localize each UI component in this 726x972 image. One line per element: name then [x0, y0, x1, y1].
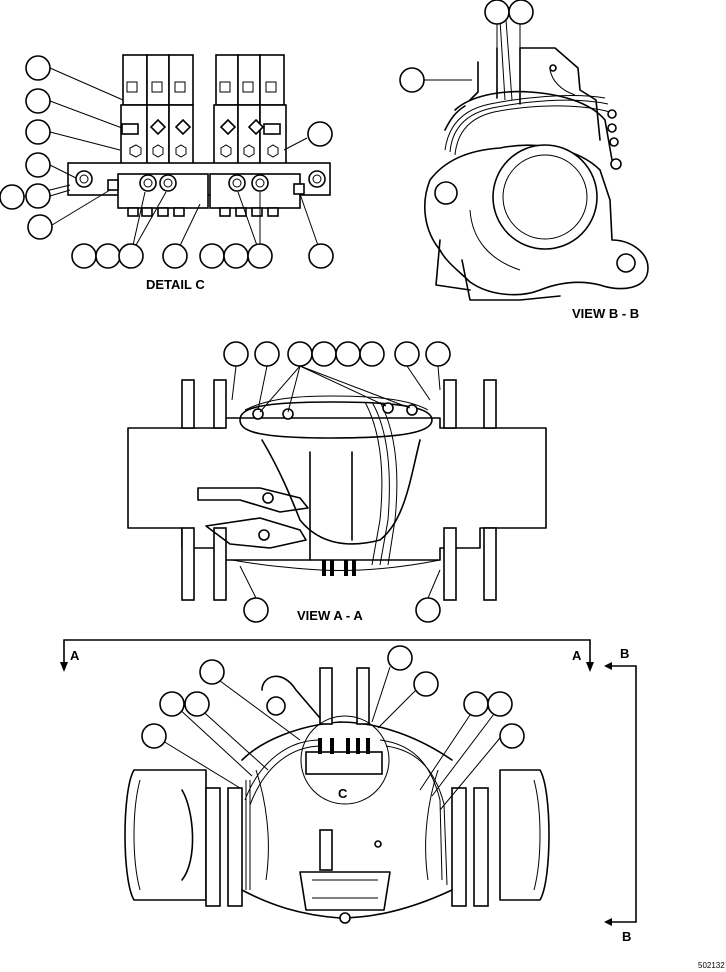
view-bb-housing: VIEW B - B: [399, 0, 649, 321]
section-b-top-label: B: [620, 646, 629, 661]
section-a-right-label: A: [572, 648, 582, 663]
figure-number: 502132: [698, 961, 725, 970]
main-view-housing: C: [124, 645, 550, 924]
section-a-left-label: A: [70, 648, 80, 663]
view-bb-title: VIEW B - B: [572, 306, 639, 321]
view-aa-title: VIEW A - A: [297, 608, 363, 623]
detail-c-manifold: DETAIL C: [0, 54, 334, 292]
detail-marker-c: C: [338, 786, 348, 801]
detail-c-title: DETAIL C: [146, 277, 205, 292]
section-lines: A A B B: [60, 639, 637, 944]
view-aa-housing: VIEW A - A: [127, 341, 547, 623]
section-b-bottom-label: B: [622, 929, 631, 944]
